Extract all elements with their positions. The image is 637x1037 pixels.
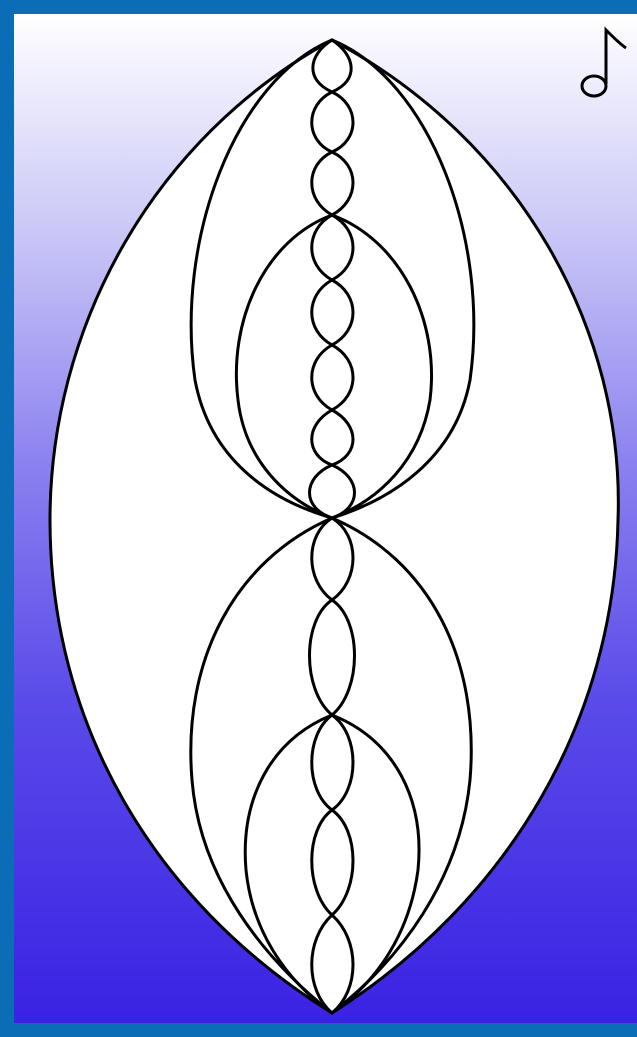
outer-envelope <box>50 40 618 1013</box>
half-note-icon <box>582 30 626 96</box>
